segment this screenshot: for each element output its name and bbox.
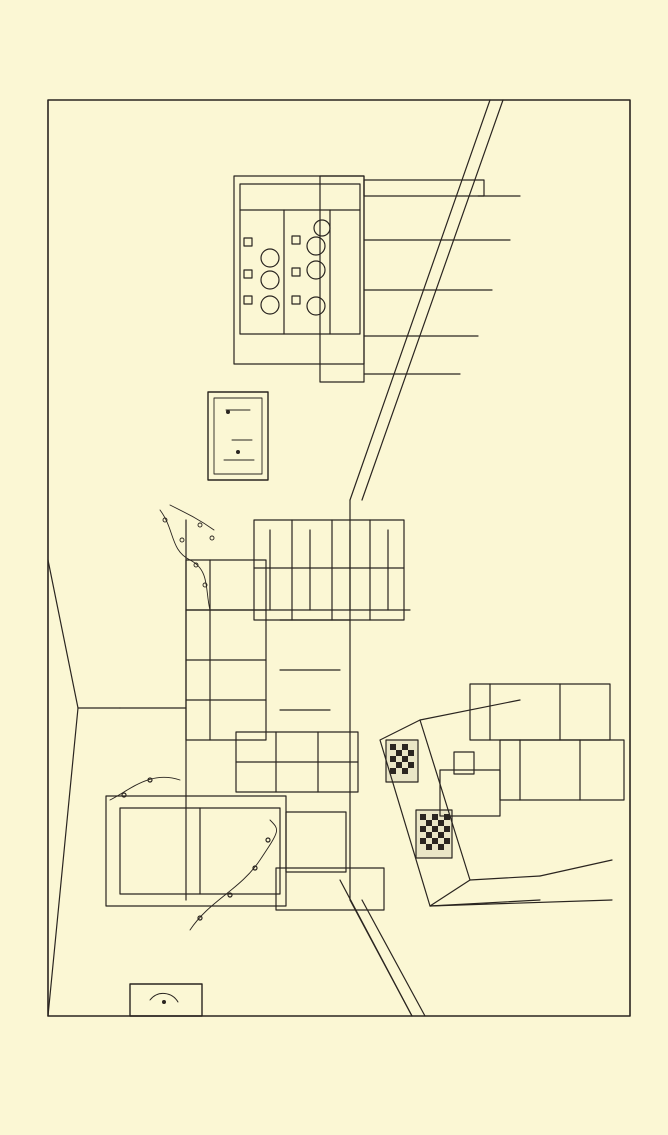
chessboard-lower	[420, 814, 450, 850]
chessboard-upper	[390, 744, 414, 774]
framed-picture-lower	[129, 983, 203, 1017]
doorway-with-vines	[105, 776, 413, 1017]
picture-frame-border	[47, 99, 631, 1017]
game-table-with-chairs	[379, 683, 625, 907]
bookcase-left	[235, 731, 359, 793]
framed-picture-upper	[207, 391, 269, 481]
bookcase-right	[253, 519, 405, 621]
doorway-center	[185, 559, 351, 741]
dresser-with-plates	[233, 175, 521, 383]
vine-decoration-upper	[159, 504, 215, 611]
